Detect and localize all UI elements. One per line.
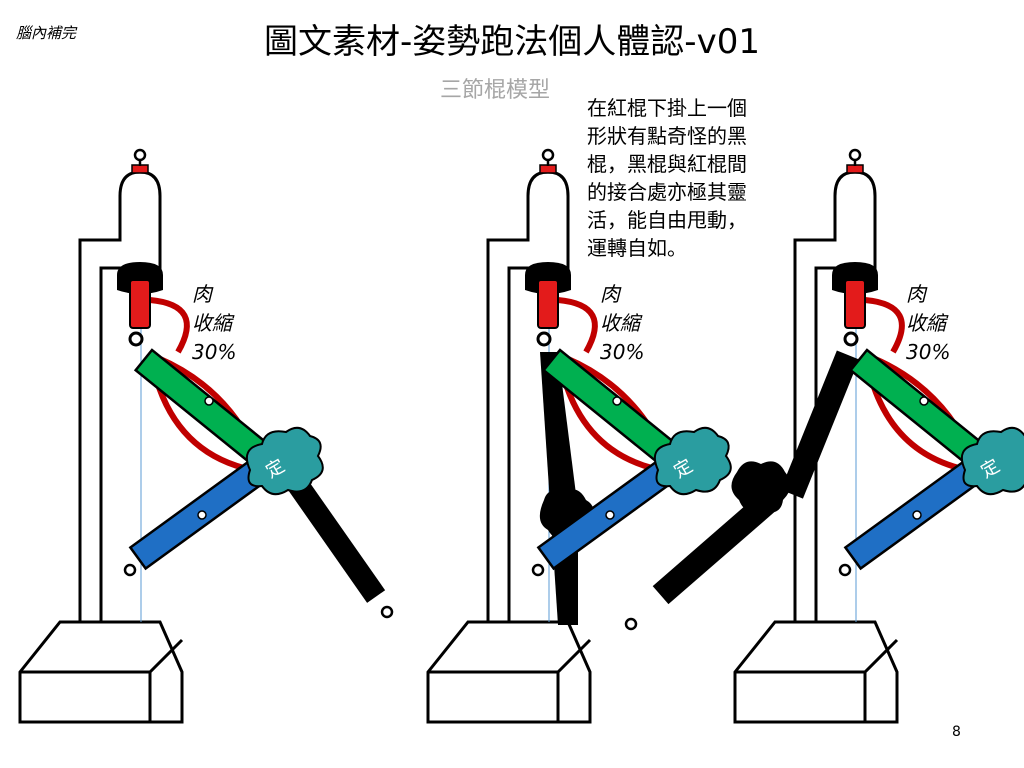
description-text: 在紅棍下掛上一個 形狀有點奇怪的黑 棍，黑棍與紅棍間 的接合處亦極其靈 活，能自… (587, 94, 807, 262)
description-line: 形狀有點奇怪的黑 (587, 124, 747, 148)
muscle-label-right: 肉 收縮 30% (906, 280, 950, 367)
muscle-label-center: 肉 收縮 30% (600, 280, 644, 367)
model-center: 定 (426, 148, 732, 724)
muscle-label-line: 30% (600, 340, 645, 364)
muscle-label-line: 收縮 (192, 311, 232, 335)
muscle-label-line: 收縮 (600, 311, 640, 335)
upper-red-rod (536, 278, 560, 347)
black-rod (624, 350, 860, 631)
model-right: 定 (624, 148, 1024, 724)
muscle-label-line: 30% (192, 340, 237, 364)
description-line: 在紅棍下掛上一個 (587, 96, 747, 120)
stand (18, 148, 184, 724)
description-line: 運轉自如。 (587, 236, 687, 260)
upper-red-rod (128, 278, 152, 347)
muscle-label-line: 肉 (192, 282, 212, 306)
description-line: 棍，黑棍與紅棍間 (587, 152, 747, 176)
muscle-label-left: 肉 收縮 30% (192, 280, 236, 367)
slide-title: 圖文素材-姿勢跑法個人體認-v01 (264, 22, 760, 62)
description-line: 活，能自由甩動， (587, 208, 747, 232)
model-left: 定 (18, 148, 394, 724)
upper-red-rod (843, 278, 867, 347)
muscle-label-line: 肉 (600, 282, 620, 306)
slide-subtitle: 三節棍模型 (440, 78, 551, 103)
muscle-label-line: 肉 (906, 282, 926, 306)
corner-note: 腦內補完 (16, 24, 77, 42)
page-number: 8 (952, 724, 961, 740)
description-line: 的接合處亦極其靈 (587, 180, 747, 204)
muscle-label-line: 收縮 (906, 311, 946, 335)
muscle-label-line: 30% (906, 340, 951, 364)
